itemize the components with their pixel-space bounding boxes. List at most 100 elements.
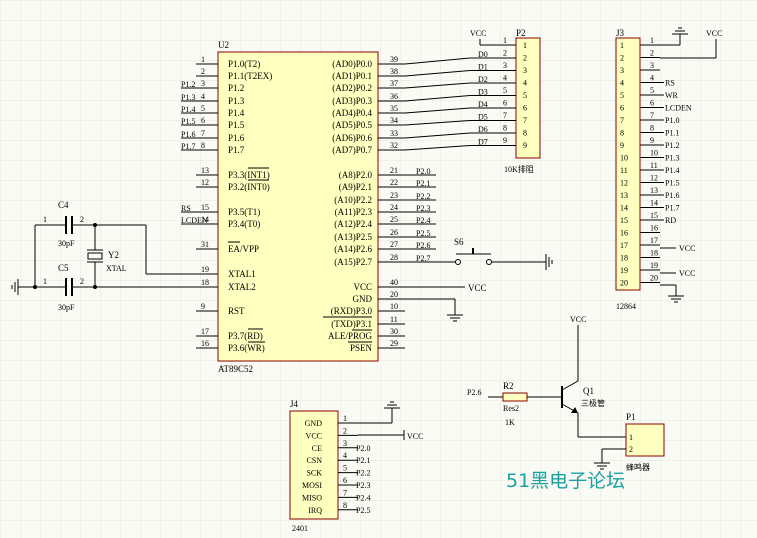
svg-text:1: 1 [43,277,47,286]
j3-pin-label: 2 [620,54,624,63]
u2-net-label: P1.3 [181,93,195,102]
j3-pin-label: 17 [620,241,628,250]
j3-pin-number: 8 [650,124,654,133]
crystal-gnd-symbol [11,279,20,295]
j3-pin-number: 18 [650,249,658,258]
j4-net-label: P2.1 [356,456,370,465]
j4-pin-name: GND [305,419,323,428]
u2-net-label: RS [181,204,191,213]
u2-pin-number: 38 [390,67,398,76]
u2-pin-number: 33 [390,129,398,138]
j3-part: 12864 [616,302,636,311]
j3-pin-label: 18 [620,254,628,263]
data-bus-line [404,132,496,139]
j3-net-label: P1.4 [665,166,679,175]
j3-pin-label: 19 [620,266,628,275]
u2-pin-name: (A13)P2.5 [334,232,372,242]
u2-net-label: LCDEN [181,216,208,225]
j4-part: 2401 [292,524,308,533]
u2-net-label: P1.4 [181,105,195,114]
watermark: 51黑电子论坛 [506,470,625,492]
u2-net-label: P2.1 [416,179,430,188]
data-bus-line [404,145,496,151]
j3-pin-label: 8 [620,129,624,138]
p2-body [515,37,541,159]
u2-pin-number: 7 [201,129,205,138]
u2-pin-name: P1.0(T2) [228,59,260,69]
u2-pin-number: 23 [390,191,398,200]
j4-pin-name: MOSI [302,481,322,490]
u2-net-label: P1.6 [181,130,195,139]
j3-pin-number: 13 [650,186,658,195]
s6-gnd-symbol [540,254,553,270]
u2-net-label: P2.6 [416,241,430,250]
u2-pin-name: P3.6(WR) [228,343,265,353]
j4-pin-number: 3 [343,439,347,448]
u2-pin-name: (A14)P2.6 [334,244,372,254]
u2-pin-number: 17 [201,327,209,336]
u2-pin-name: (A8)P2.0 [339,170,373,180]
j4-pin-number: 5 [343,464,347,473]
u2-pin-name: (A10)P2.2 [334,195,372,205]
j4-pin-number: 6 [343,476,347,485]
j3-pin-number: 7 [650,111,654,120]
u2-pin-name: (AD4)P0.4 [332,108,372,118]
j4-pin-number: 8 [343,501,347,510]
p2-pin-number: 4 [503,74,507,83]
j3-pin-number: 6 [650,99,654,108]
u2-pin-name: (AD1)P0.1 [332,71,372,81]
p2-pin-label: 7 [523,116,527,125]
data-bus-label: D0 [478,50,488,59]
u2-pin-name: RST [228,306,245,316]
j3-pin-number: 2 [650,49,654,58]
j3-vcc-19: VCC [679,269,695,278]
crystal-circuit[interactable]: C4 30pF C5 30pF 1 2 1 2 Y2 XTAL [20,200,196,312]
u2-net-label: P1.5 [181,117,195,126]
svg-text:2: 2 [629,445,633,454]
buzzer-circuit[interactable]: P2.6 R2 Res2 1K Q1 三极管 VCC P1 1 2 蜂鸣器 [467,315,665,472]
u2-pin-name: (TXD)P3.1 [331,319,372,329]
u2-net-label: P2.4 [416,216,430,225]
u2-pin-number: 4 [201,92,205,101]
data-bus-line [404,120,496,126]
p2-label: 10K排阻 [504,164,534,174]
u2-pin-number: 20 [390,290,398,299]
u2-pin-number: 10 [390,302,398,311]
u2-pin-number: 12 [201,178,209,187]
j3-pin-label: 13 [620,191,628,200]
j4-pin-name: SCK [306,469,322,478]
j4-pin-number: 2 [343,426,347,435]
u2-net-label: P1.7 [181,142,195,151]
svg-text:1: 1 [629,433,633,442]
u2-pin-number: 34 [390,116,398,125]
switch-s6[interactable]: S6 [454,237,492,265]
u2-net-label: P2.3 [416,204,430,213]
r2-ref: R2 [503,381,514,391]
j3-body [615,37,641,291]
c5-value: 30pF [58,303,75,312]
u2-ref: U2 [218,40,229,50]
u2-pin-number: 37 [390,79,398,88]
j3-net-label: LCDEN [665,104,692,113]
u2-pin-name: P3.4(T0) [228,219,260,229]
j3-pin-label: 16 [620,229,628,238]
j3-net-label: P1.2 [665,141,679,150]
u2-pin-name: (A12)P2.4 [334,219,372,229]
j4-net-label: P2.3 [356,481,370,490]
j4-pin-number: 4 [343,451,347,460]
j3-ref: J3 [616,28,625,38]
u2-pin-number: 31 [201,240,209,249]
u2-pin-name: (A15)P2.7 [334,257,372,267]
j4-gnd-symbol [384,401,400,410]
u2-pin-name: XTAL1 [228,269,256,279]
j3-pin-number: 5 [650,86,654,95]
j3-pin-label: 3 [620,66,624,75]
c4-value: 30pF [58,239,75,248]
j3-pin-label: 20 [620,279,628,288]
j4-pin-name: IRQ [308,506,322,515]
j3-pin-number: 9 [650,136,654,145]
